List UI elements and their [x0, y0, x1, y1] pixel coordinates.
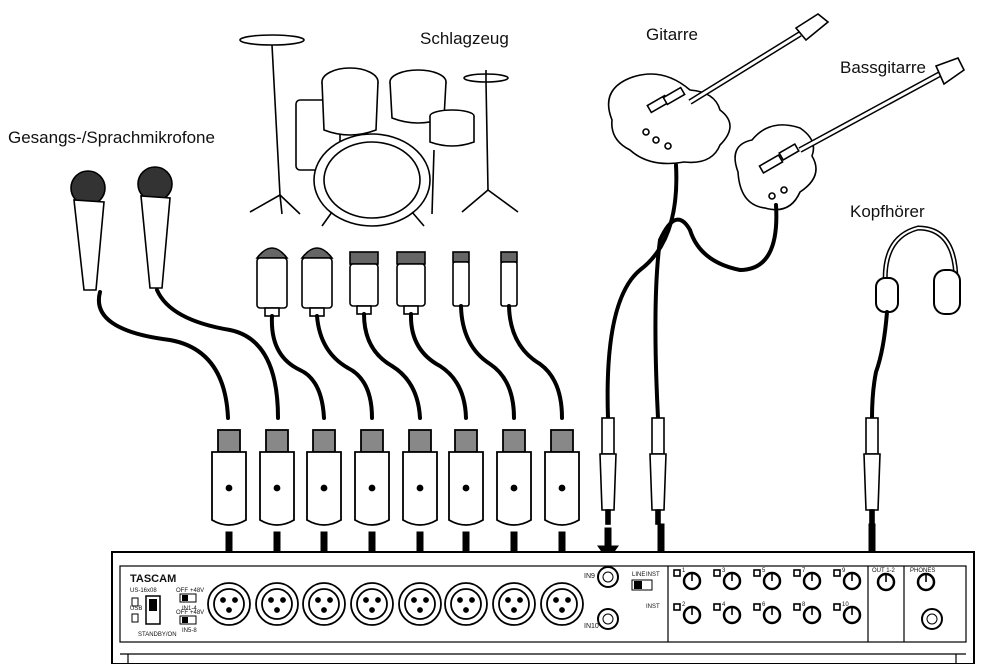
- brand-logo: TASCAM: [130, 573, 176, 585]
- drum-mic-6-icon: [501, 252, 517, 306]
- vocal-mic-1-icon: [71, 171, 105, 290]
- guitar-cable: [608, 165, 677, 418]
- xlr-connector-2: [260, 430, 294, 525]
- cable-2: [157, 290, 278, 418]
- in9-label: IN9: [584, 573, 595, 580]
- vocal-mic-2-icon: [138, 167, 172, 288]
- xlr-connectors: [212, 430, 579, 525]
- drum-kit-icon: [240, 35, 518, 226]
- phones-jack[interactable]: [922, 609, 942, 629]
- xlr-connector-6: [449, 430, 483, 525]
- phantom-off-label-b: OFF: [176, 610, 188, 616]
- bass-cable: [655, 205, 776, 418]
- guitar-label: Gitarre: [646, 25, 698, 44]
- in9-jack[interactable]: [598, 567, 618, 587]
- xlr-input-5[interactable]: [399, 583, 441, 625]
- cable-1: [99, 292, 228, 418]
- drum-mic-2-icon: [302, 248, 332, 316]
- xlr-connector-7: [497, 430, 531, 525]
- vocal-mics-label: Gesangs-/Sprachmikrofone: [8, 128, 215, 147]
- xlr-input-8[interactable]: [541, 583, 583, 625]
- phantom-off-label-a: OFF: [176, 588, 188, 594]
- headphones-jack-plug: [864, 418, 880, 524]
- drum-mic-5-icon: [453, 252, 469, 306]
- xlr-input-6[interactable]: [445, 583, 487, 625]
- phantom-group-b-label: IN5-8: [182, 628, 197, 634]
- xlr-input-1[interactable]: [208, 583, 250, 625]
- xlr-connector-3: [307, 430, 341, 525]
- xlr-input-7[interactable]: [493, 583, 535, 625]
- model-label: US-16x08: [130, 588, 157, 594]
- xlr-input-4[interactable]: [351, 583, 393, 625]
- usb-label: USB: [130, 606, 142, 612]
- cable-4: [317, 316, 372, 418]
- in10-label: IN10: [584, 623, 599, 630]
- drums-label: Schlagzeug: [420, 29, 509, 48]
- in10-jack[interactable]: [598, 609, 618, 629]
- audio-interface: TASCAM US-16x08 STANDBY/ON USB OFF +48V …: [112, 552, 974, 664]
- guitar-jack-plug: [600, 418, 616, 524]
- cable-3: [272, 316, 324, 418]
- xlr-connector-4: [355, 430, 389, 525]
- xlr-connector-1: [212, 430, 246, 525]
- inst-label-b: INST: [646, 604, 660, 610]
- standby-label: STANDBY/ON: [138, 632, 177, 638]
- bass-jack-plug: [650, 418, 666, 524]
- headphones-icon: [876, 228, 960, 314]
- headphones-label: Kopfhörer: [850, 202, 925, 221]
- cable-7: [461, 306, 514, 418]
- phantom-on-label-a: +48V: [190, 588, 204, 594]
- drum-mic-4-icon: [397, 252, 425, 314]
- headphones-cable: [872, 312, 887, 418]
- drum-mic-3-icon: [350, 252, 378, 314]
- xlr-connector-8: [545, 430, 579, 525]
- bass-label: Bassgitarre: [840, 58, 926, 77]
- cable-8: [509, 306, 562, 418]
- line-label: LINE: [632, 572, 645, 578]
- xlr-connector-5: [403, 430, 437, 525]
- bass-guitar-icon: [735, 58, 964, 210]
- xlr-input-3[interactable]: [303, 583, 345, 625]
- usb-port[interactable]: [132, 614, 138, 622]
- drum-mic-1-icon: [257, 248, 287, 316]
- inst-label: INST: [646, 572, 660, 578]
- knob-num-10: 10: [842, 602, 849, 608]
- phantom-on-label-b: +48V: [190, 610, 204, 616]
- xlr-input-2[interactable]: [256, 583, 298, 625]
- phones-label: PHONES: [910, 568, 935, 574]
